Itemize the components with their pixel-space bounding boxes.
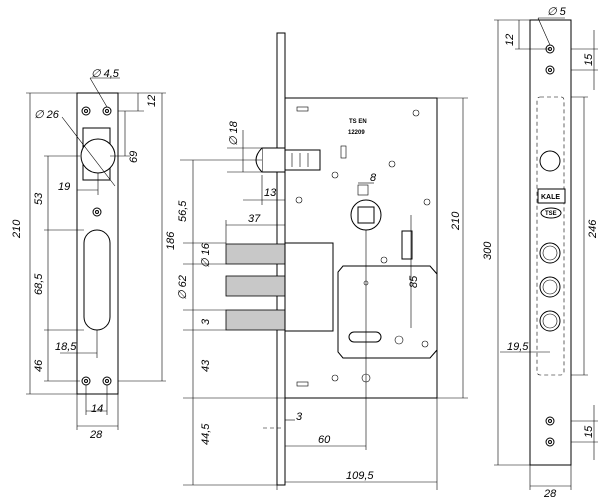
deadbolt-2 xyxy=(225,275,286,297)
dim-85: 85 xyxy=(408,275,420,288)
dim-3-bolt: 3 xyxy=(200,318,212,325)
screw-hole xyxy=(545,416,555,426)
lock-body-view: TS EN 12209 xyxy=(177,32,468,490)
screw-hole xyxy=(81,106,91,116)
dim-15-top: 15 xyxy=(583,53,595,66)
deadbolt-3 xyxy=(225,309,286,331)
strike-plate-outline xyxy=(529,19,572,466)
latch-bolt xyxy=(261,147,286,173)
strike-plate-view: KALE TSE ∅ 5 12 15 246 xyxy=(482,6,599,498)
dim-28: 28 xyxy=(89,429,103,441)
logo-box xyxy=(537,188,566,204)
dim-8: 8 xyxy=(370,172,377,184)
dim-d4-5: ∅ 4,5 xyxy=(91,68,120,80)
dim-d62: ∅ 62 xyxy=(177,275,189,300)
screw-hole xyxy=(545,65,555,75)
strike-recess xyxy=(536,96,565,376)
latch-spring xyxy=(284,149,321,171)
dim-68-5: 68,5 xyxy=(33,273,45,295)
square-spindle xyxy=(357,206,375,224)
dim-37: 37 xyxy=(248,213,261,225)
bolt-carrier xyxy=(284,242,334,332)
dim-28-strike: 28 xyxy=(543,488,557,498)
dim-14: 14 xyxy=(91,403,103,415)
dim-d16: ∅ 16 xyxy=(200,242,212,268)
latch-opening xyxy=(539,150,561,172)
dim-d5: ∅ 5 xyxy=(547,6,567,18)
dim-12-strike: 12 xyxy=(504,34,516,46)
dim-12: 12 xyxy=(146,95,158,107)
dim-3-face: 3 xyxy=(296,411,303,423)
dim-46: 46 xyxy=(33,359,45,372)
dim-210-body: 210 xyxy=(450,211,462,231)
dim-69: 69 xyxy=(128,151,140,163)
cylinder-hole xyxy=(80,138,116,174)
dim-18-5: 18,5 xyxy=(55,341,77,353)
dim-300: 300 xyxy=(482,241,494,260)
dim-246: 246 xyxy=(587,219,599,239)
standard-number: 12209 xyxy=(348,130,365,136)
deadbolt-1 xyxy=(225,243,286,265)
tse-logo: TSE xyxy=(545,211,557,217)
screw-hole xyxy=(92,207,102,217)
dim-60: 60 xyxy=(318,434,331,446)
dim-d26: ∅ 26 xyxy=(34,109,60,121)
dim-186: 186 xyxy=(165,231,177,250)
dim-109-5: 109,5 xyxy=(346,470,374,482)
slot xyxy=(401,230,413,260)
dim-13: 13 xyxy=(264,187,277,199)
brand-logo: KALE xyxy=(541,194,560,201)
dim-43: 43 xyxy=(200,359,212,372)
dim-56-5: 56,5 xyxy=(177,200,189,222)
dim-210: 210 xyxy=(11,219,23,239)
standard-text: TS EN xyxy=(349,119,367,125)
dim-19: 19 xyxy=(58,181,70,193)
dim-53: 53 xyxy=(33,192,45,205)
dim-15-bottom: 15 xyxy=(583,425,595,438)
screw-hole xyxy=(545,437,555,447)
cam-slot xyxy=(348,331,382,343)
dim-44-5: 44,5 xyxy=(200,423,212,445)
dim-19-5: 19,5 xyxy=(507,341,529,353)
left-faceplate-view: ∅ 4,5 ∅ 26 12 69 19 210 53 186 68,5 46 1… xyxy=(11,68,177,441)
dim-d18: ∅ 18 xyxy=(228,120,240,146)
